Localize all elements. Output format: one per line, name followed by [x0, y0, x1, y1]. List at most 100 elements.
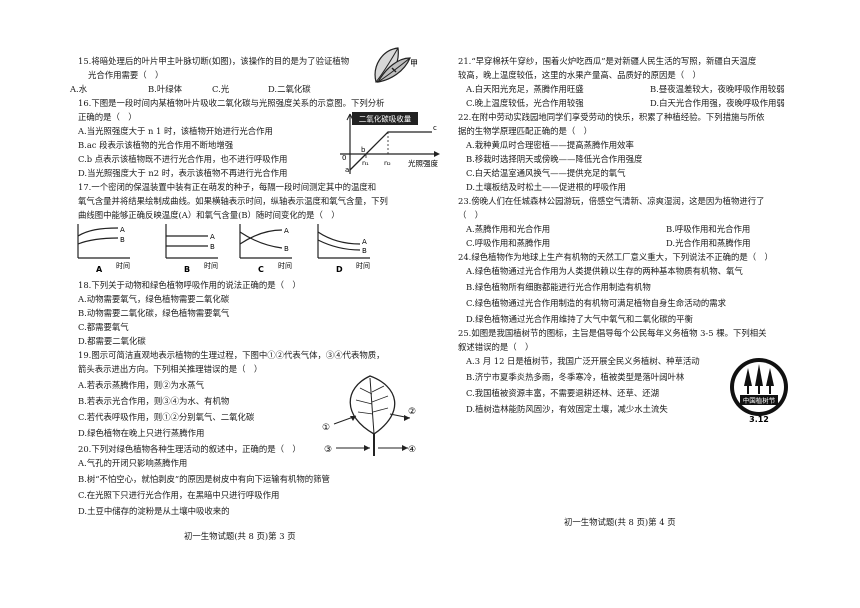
- q21-option-a: A.白天阳光充足，蒸腾作用旺盛: [466, 84, 584, 94]
- q25-line2: 叙述错误的是（ ）: [458, 342, 534, 352]
- q16-line1: 16.下图是一段时间内某植物叶片吸收二氧化碳与光照强度关系的示意图。下列分析: [78, 98, 385, 108]
- q18-option-b: B.动物需要二氧化碳，绿色植物需要氧气: [78, 308, 230, 318]
- page-footer-right: 初一生物试题(共 8 页)第 4 页: [564, 517, 676, 527]
- q23-option-c: C.呼吸作用和蒸腾作用: [466, 238, 551, 248]
- q17-graph-a: A B 时间 A: [77, 224, 130, 274]
- q21-line2: 较高，晚上温度较低，这里的水果产量高、品质好的原因是（ ）: [458, 70, 701, 80]
- q20-line1: 20.下列对绿色植物各种生理活动的叙述中，正确的是（ ）: [78, 444, 301, 454]
- q22-option-d: D.土壤板结及时松土——促进根的呼吸作用: [466, 182, 626, 192]
- q17-a-letter: A: [96, 265, 103, 274]
- q16-option-b: B.ac 段表示该植物的光合作用不断地增强: [78, 140, 234, 150]
- q16-co2-graph: 二氧化碳吸收量 a b c 0 n₁ n₂ 光照强度: [340, 112, 440, 174]
- q18-option-d: D.都需要二氧化碳: [78, 336, 146, 346]
- q19-option-d: D.绿色植物在晚上只进行蒸腾作用: [78, 428, 205, 438]
- q19-line2: 箭头表示进出方向。下列相关推理错误的是（ ）: [78, 364, 263, 374]
- page-footer-left: 初一生物试题(共 8 页)第 3 页: [184, 531, 296, 541]
- q15-line1: 15.将暗处理后的叶片甲主叶脉切断(如图)，该操作的目的是为了验证植物: [78, 56, 350, 66]
- q17-line3: 曲线图中能够正确反映温度(A）和氧气含量(B）随时间变化的是（ ）: [78, 210, 340, 220]
- q25-option-b: B.济宁市夏季炎热多雨，冬季寒冷，植被类型是落叶阔叶林: [466, 372, 685, 382]
- q24-option-c: C.绿色植物通过光合作用制造的有机物可满足植物自身生命活动的需求: [466, 298, 727, 308]
- q15-option-a: A.水: [70, 84, 88, 94]
- q15-leaf-figure: 甲: [374, 47, 418, 83]
- q17-graph-b: A B 时间 B: [165, 224, 218, 274]
- q16-option-d: D.当光照强度大于 n2 时，表示该植物不再进行光合作用: [78, 168, 288, 178]
- q19-option-a: A.若表示蒸腾作用，则②为水蒸气: [78, 380, 204, 390]
- q21-option-b: B.昼夜温差较大，夜晚呼吸作用较弱: [650, 84, 785, 94]
- q15-figure-label: 甲: [410, 59, 418, 68]
- q17-c-letter: C: [258, 265, 264, 274]
- q19-label-4: ④: [408, 445, 416, 455]
- q16-graph-title: 二氧化碳吸收量: [359, 114, 412, 124]
- q17-graphs: A B 时间 A A B 时间 B A B 时间 C: [77, 224, 370, 274]
- q15-option-c: C.光: [212, 84, 230, 94]
- q18-line1: 18.下列关于动物和绿色植物呼吸作用的说法正确的是（ ）: [78, 280, 301, 290]
- q17-c-xlabel: 时间: [278, 261, 292, 270]
- q17-d-bottom: B: [362, 247, 367, 255]
- q17-c-top: A: [284, 227, 289, 235]
- q16-xlabel: 光照强度: [408, 158, 438, 168]
- q16-option-c: C.b 点表示该植物既不进行光合作用，也不进行呼吸作用: [78, 154, 288, 164]
- q25-logo-date: 3.12: [749, 415, 769, 424]
- q25-option-d: D.植树造林能防风固沙，有效固定土壤，减少水土流失: [466, 404, 668, 414]
- q17-a-xlabel: 时间: [116, 261, 130, 270]
- q19-label-3: ③: [324, 445, 332, 455]
- q24-option-b: B.绿色植物所有细胞都能进行光合作用制造有机物: [466, 282, 651, 292]
- q20-option-a: A.气孔的开闭只影响蒸腾作用: [78, 458, 188, 468]
- q17-a-bottom: B: [120, 236, 125, 244]
- q19-option-b: B.若表示光合作用，则③④为水、有机物: [78, 396, 230, 406]
- q17-line2: 氧气含量并将结果绘制成曲线。如果横轴表示时间，纵轴表示温度和氧气含量，下列: [78, 196, 388, 206]
- q23-line1: 23.傍晚人们在任城森林公园游玩，倍感空气清新、凉爽湿润，这是因为植物进行了: [458, 196, 765, 206]
- q19-label-1: ①: [322, 423, 330, 433]
- q15-option-b: B.叶绿体: [148, 84, 182, 94]
- q25-arbor-day-logo: 中国植树节 3.12: [730, 358, 788, 424]
- q22-option-a: A.栽种黄瓜时合理密植——提高蒸腾作用效率: [466, 140, 634, 150]
- q17-c-bottom: B: [284, 245, 289, 253]
- q23-line2: （ ）: [458, 210, 484, 220]
- q17-a-top: A: [120, 226, 125, 234]
- q24-option-a: A.绿色植物通过光合作用为人类提供赖以生存的两种基本物质有机物、氧气: [466, 266, 743, 276]
- q24-option-d: D.绿色植物通过光合作用维持了大气中氧气和二氧化碳的平衡: [466, 314, 693, 324]
- q21-option-c: C.晚上温度较低，光合作用较强: [466, 98, 584, 108]
- q21-option-d: D.白天光合作用强，夜晚呼吸作用弱: [650, 98, 785, 108]
- q17-graph-d: A B 时间 D: [317, 224, 370, 274]
- q16-point-b: b: [361, 146, 366, 154]
- q19-label-2: ②: [408, 407, 416, 417]
- q17-b-letter: B: [184, 265, 190, 274]
- q19-line1: 19.图示可简洁直观地表示植物的生理过程，下图中①②代表气体，③④代表物质，: [78, 350, 385, 360]
- q19-option-c: C.若代表呼吸作用，则①②分别氧气、二氧化碳: [78, 412, 255, 422]
- q16-tick-n1: n₁: [362, 159, 369, 167]
- q22-line2: 据的生物学原理匹配正确的是（ ）: [458, 126, 592, 136]
- q17-b-xlabel: 时间: [204, 261, 218, 270]
- q23-option-a: A.蒸腾作用和光合作用: [466, 224, 551, 234]
- q17-d-top: A: [362, 238, 367, 246]
- q25-logo-text: 中国植树节: [743, 396, 776, 405]
- q17-d-letter: D: [336, 265, 343, 274]
- q16-origin: 0: [342, 154, 346, 162]
- q16-point-a: a: [345, 166, 349, 174]
- q17-d-xlabel: 时间: [356, 261, 370, 270]
- q20-option-d: D.土豆中储存的淀粉是从土壤中吸收来的: [78, 506, 230, 516]
- q22-option-c: C.白天给温室通风换气——提供充足的氧气: [466, 168, 626, 178]
- q16-option-a: A.当光照强度大于 n 1 时，该植物开始进行光合作用: [78, 126, 273, 136]
- q20-option-c: C.在光照下只进行光合作用，在黑暗中只进行呼吸作用: [78, 490, 280, 500]
- q23-option-b: B.呼吸作用和光合作用: [666, 224, 751, 234]
- q15-line2: 光合作用需要（ ）: [88, 70, 164, 80]
- q24-line1: 24.绿色植物作为地球上生产有机物的天然工厂意义重大，下列说法不正确的是（ ）: [458, 252, 773, 262]
- q17-graph-c: A B 时间 C: [239, 224, 292, 274]
- q16-line2: 正确的是（ ）: [78, 112, 137, 122]
- q25-option-c: C.我国植被资源丰富，不需要退耕还林、还草、还湖: [466, 388, 660, 398]
- q22-option-b: B.移栽时选择阴天或傍晚——降低光合作用强度: [466, 154, 643, 164]
- q25-line1: 25.如图是我国植树节的图标，主旨是倡导每个公民每年义务植物 3-5 棵。下列相…: [458, 328, 767, 338]
- q23-option-d: D.光合作用和蒸腾作用: [666, 238, 751, 248]
- q19-leaf-diagram: ① ② ③ ④: [322, 375, 416, 456]
- q15-option-d: D.二氧化碳: [268, 84, 311, 94]
- q22-line1: 22.在附中劳动实践园地同学们享受劳动的快乐，积累了种植经验。下列措施与所依: [458, 112, 765, 122]
- q25-option-a: A.3 月 12 日是植树节，我国广泛开展全民义务植树、种草活动: [466, 356, 700, 366]
- q17-b-top: A: [210, 233, 215, 241]
- q21-line1: 21.“早穿棉袄午穿纱，围着火炉吃西瓜”是对新疆人民生活的写照，新疆白天温度: [458, 56, 757, 66]
- q18-option-c: C.都需要氧气: [78, 322, 129, 332]
- q16-tick-n2: n₂: [384, 159, 391, 167]
- q17-line1: 17.一个密闭的保温装置中装有正在萌发的种子，每隔一段时间测定其中的温度和: [78, 182, 377, 192]
- q20-option-b: B.树“不怕空心，就怕剥皮”的原因是树皮中有向下运输有机物的筛管: [78, 474, 330, 484]
